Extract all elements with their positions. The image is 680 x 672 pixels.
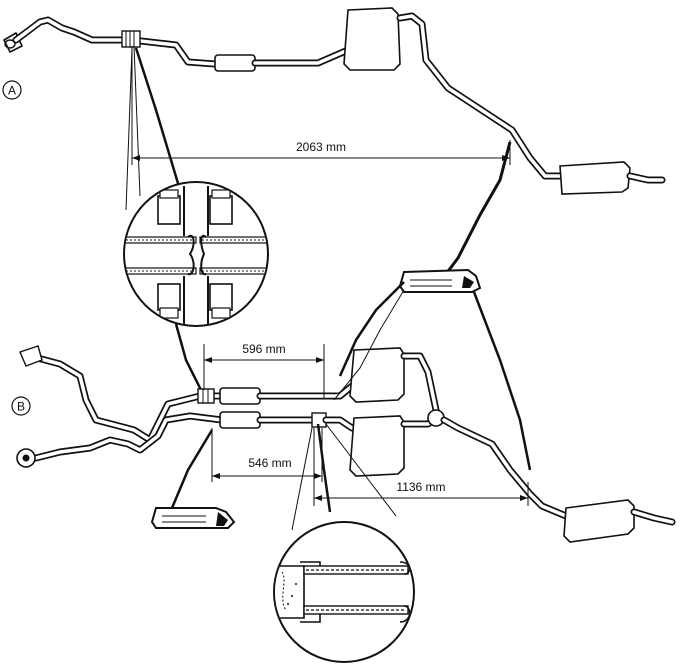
rear-silencer-a xyxy=(559,161,631,195)
assembly-a-marker: A xyxy=(2,80,22,100)
manifold-flange-a xyxy=(3,32,23,53)
dimension-a-overall-label: 2063 mm xyxy=(296,140,346,154)
detail-joint-circle-a xyxy=(123,181,269,327)
assembly-b-marker: B xyxy=(11,396,31,416)
assembly-a xyxy=(3,7,666,195)
manifold-flange-b-lower xyxy=(16,448,36,468)
dimension-b-upper-label: 596 mm xyxy=(242,342,285,356)
assembly-b-label: B xyxy=(17,400,25,414)
manifold-flange-b-upper xyxy=(19,345,43,367)
dimension-b-rear-label: 1136 mm xyxy=(396,480,445,494)
dimension-b-upper: 596 mm xyxy=(203,342,325,398)
dimension-b-lower: 546 mm xyxy=(211,428,323,482)
centre-silencer-b-lower xyxy=(349,415,405,477)
clamp-detail-lower xyxy=(150,507,236,529)
pipe-clamp-b xyxy=(197,388,215,404)
detail-callout-a xyxy=(125,45,512,291)
pipe-clamp-a xyxy=(121,30,141,48)
centre-silencer-b-upper xyxy=(349,347,405,403)
front-silencer-a xyxy=(214,54,256,72)
centre-silencer-a xyxy=(343,7,401,71)
dimension-b-rear: 1136 mm xyxy=(313,428,529,506)
assembly-a-label: A xyxy=(8,84,16,98)
assembly-b xyxy=(16,345,676,543)
front-silencer-b-upper xyxy=(219,387,261,405)
front-silencer-b-lower xyxy=(219,411,261,429)
detail-joint-circle-b xyxy=(273,521,415,663)
clamp-detail-upper xyxy=(398,268,482,293)
rear-silencer-b xyxy=(563,499,635,543)
dimension-a-overall: 2063 mm xyxy=(131,46,511,165)
dimension-b-lower-label: 546 mm xyxy=(248,456,291,470)
